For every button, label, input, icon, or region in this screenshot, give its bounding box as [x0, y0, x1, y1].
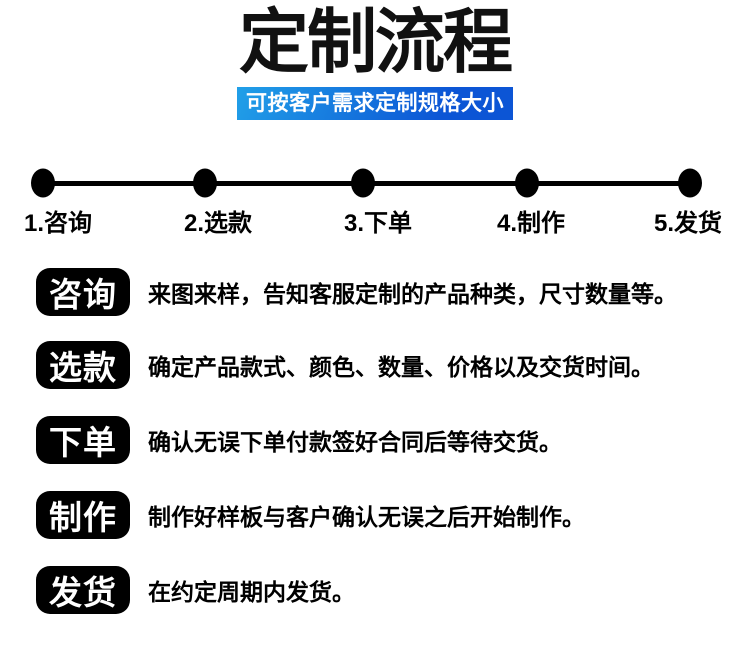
timeline-dot-4 [515, 168, 539, 198]
step-badge: 制作 [36, 491, 130, 539]
step-description: 确定产品款式、颜色、数量、价格以及交货时间。 [148, 354, 654, 380]
process-row-order: 下单 确认无误下单付款签好合同后等待交货。 [36, 416, 562, 464]
process-row-consult: 咨询 来图来样，告知客服定制的产品种类，尺寸数量等。 [36, 268, 677, 316]
step-description: 来图来样，告知客服定制的产品种类，尺寸数量等。 [148, 281, 677, 307]
step-description: 确认无误下单付款签好合同后等待交货。 [148, 429, 562, 455]
section-title: 定制流程 [239, 3, 513, 81]
step-description: 在约定周期内发货。 [148, 579, 355, 605]
subtitle-text: 可按客户需求定制规格大小 [246, 92, 504, 115]
process-row-ship: 发货 在约定周期内发货。 [36, 566, 355, 614]
step-badge: 发货 [36, 566, 130, 614]
timeline-step-label: 4.制作 [496, 210, 566, 237]
subtitle-banner: 可按客户需求定制规格大小 [237, 87, 513, 120]
timeline-dot-1 [31, 168, 55, 198]
step-badge: 选款 [36, 341, 130, 389]
timeline-step-label: 3.下单 [343, 210, 413, 237]
process-row-select: 选款 确定产品款式、颜色、数量、价格以及交货时间。 [36, 341, 654, 389]
step-description: 制作好样板与客户确认无误之后开始制作。 [148, 504, 585, 530]
step-badge: 下单 [36, 416, 130, 464]
step-badge: 咨询 [36, 268, 130, 316]
timeline-step-label: 2.选款 [183, 210, 253, 237]
timeline-step-label: 1.咨询 [23, 210, 93, 237]
timeline-dot-3 [351, 168, 375, 198]
process-timeline: 1.咨询 2.选款 3.下单 4.制作 5.发货 [0, 150, 750, 240]
timeline-step-label: 5.发货 [653, 210, 723, 237]
process-row-produce: 制作 制作好样板与客户确认无误之后开始制作。 [36, 491, 585, 539]
timeline-dot-2 [193, 168, 217, 198]
timeline-dot-5 [678, 168, 702, 198]
